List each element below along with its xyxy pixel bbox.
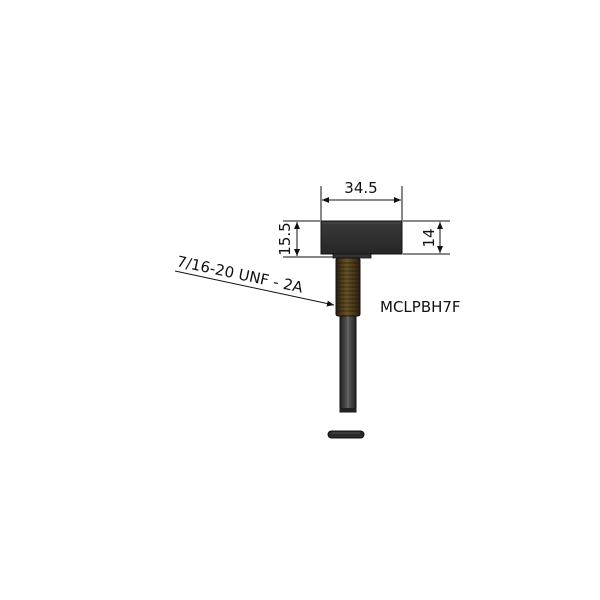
dimension-head-height-left: 15.5 xyxy=(276,220,334,258)
threaded-fitting xyxy=(335,257,361,317)
o-ring-seal xyxy=(327,430,365,439)
head-base-flange xyxy=(332,253,372,259)
dimension-head-height-right: 14 xyxy=(403,220,450,255)
head-body xyxy=(320,220,403,255)
thread-spec-label: 7/16-20 UNF - 2A xyxy=(175,252,305,296)
dimension-label-width: 34.5 xyxy=(344,179,377,197)
probe-rod xyxy=(339,315,357,413)
dimension-label-height-right: 14 xyxy=(420,228,438,247)
thread-callout: 7/16-20 UNF - 2A xyxy=(174,252,335,307)
part-number-label: MCLPBH7F xyxy=(380,298,461,316)
thread-leader-line xyxy=(174,270,335,307)
dimension-head-width: 34.5 xyxy=(320,179,403,221)
thread-lines xyxy=(337,262,359,312)
connector-head xyxy=(320,220,403,259)
dimension-label-height-left: 15.5 xyxy=(276,222,294,255)
